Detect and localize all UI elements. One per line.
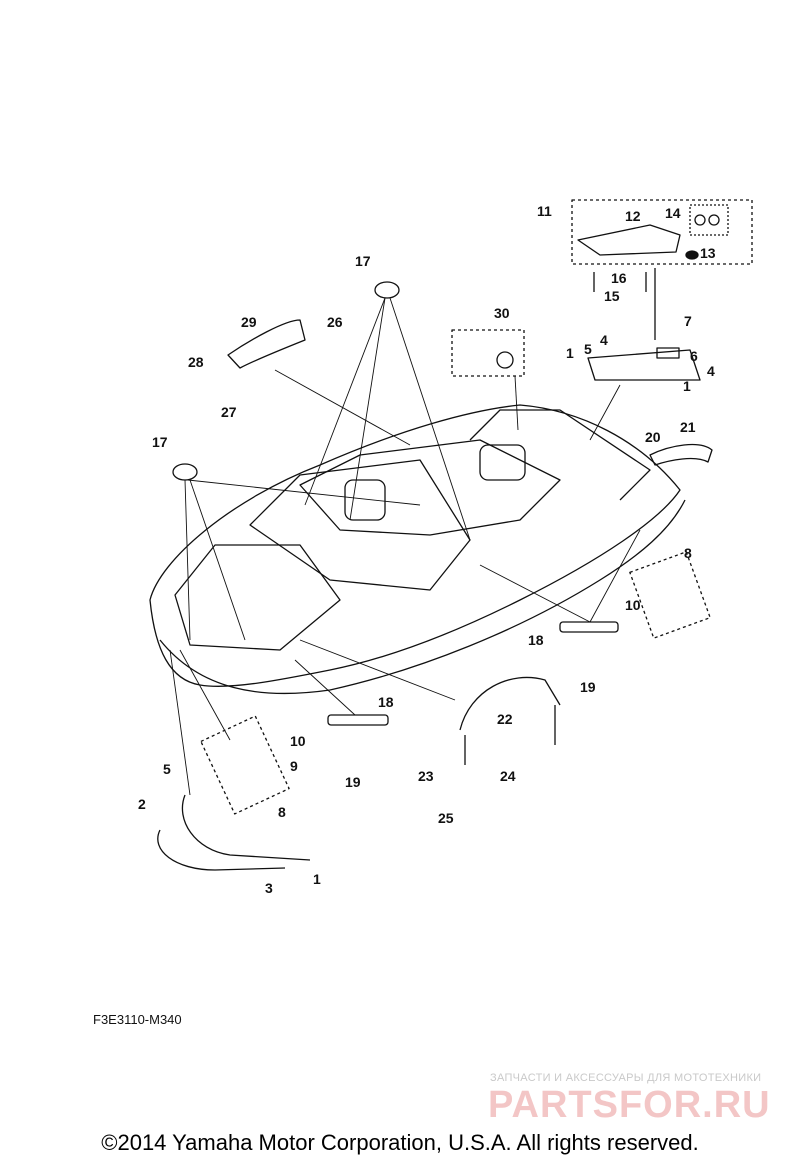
- diagram-code: F3E3110-M340: [93, 1012, 182, 1027]
- callout-15: 15: [604, 288, 620, 304]
- callout-13: 13: [700, 245, 716, 261]
- front-cockpit: [174, 544, 341, 651]
- callout-8-left: 8: [278, 804, 286, 820]
- part-14-box: [689, 204, 729, 236]
- boat-hull: [149, 404, 681, 687]
- cup-holder-17-top: [374, 281, 400, 299]
- callout-24: 24: [500, 768, 516, 784]
- watermark-brand: PARTSFOR.RU: [488, 1084, 771, 1126]
- callout-10-left: 10: [290, 733, 306, 749]
- seat-left: [344, 479, 386, 521]
- callout-20: 20: [645, 429, 661, 445]
- callout-17-left: 17: [152, 434, 168, 450]
- callout-18-right: 18: [528, 632, 544, 648]
- callout-12: 12: [625, 208, 641, 224]
- strake-1: [181, 794, 311, 861]
- callout-23: 23: [418, 768, 434, 784]
- callout-19-right: 19: [580, 679, 596, 695]
- ski-pole-22: [459, 676, 561, 731]
- callout-1-bottom: 1: [313, 871, 321, 887]
- callout-2: 2: [138, 796, 146, 812]
- callout-5-top: 5: [584, 341, 592, 357]
- callout-8-right: 8: [684, 545, 692, 561]
- callout-25: 25: [438, 810, 454, 826]
- callout-7: 7: [684, 313, 692, 329]
- part-30-box: [451, 329, 525, 377]
- callout-26: 26: [327, 314, 343, 330]
- callout-14: 14: [665, 205, 681, 221]
- callout-28: 28: [188, 354, 204, 370]
- callout-29: 29: [241, 314, 257, 330]
- cup-holder-17-left: [172, 463, 198, 481]
- callout-4-b: 4: [707, 363, 715, 379]
- tow-eye-8-left: [200, 715, 290, 815]
- callout-10-right: 10: [625, 597, 641, 613]
- callout-30: 30: [494, 305, 510, 321]
- callout-1-top: 1: [566, 345, 574, 361]
- tow-ring-20: [649, 443, 713, 466]
- callout-18-left: 18: [378, 694, 394, 710]
- callout-6: 6: [690, 348, 698, 364]
- callout-1-rail: 1: [683, 378, 691, 394]
- part-11-box: [571, 199, 753, 265]
- callout-16: 16: [611, 270, 627, 286]
- rear-deck: [469, 409, 651, 501]
- copyright-notice: ©2014 Yamaha Motor Corporation, U.S.A. A…: [101, 1130, 699, 1155]
- callout-19-left: 19: [345, 774, 361, 790]
- callout-3: 3: [265, 880, 273, 896]
- grab-handle-26: [227, 319, 306, 369]
- callout-4-a: 4: [600, 332, 608, 348]
- callout-11: 11: [537, 203, 552, 219]
- callout-17-top: 17: [355, 253, 371, 269]
- rear-cockpit: [299, 439, 561, 536]
- seat-right: [479, 444, 526, 481]
- callout-22: 22: [497, 711, 513, 727]
- callout-9: 9: [290, 758, 298, 774]
- callout-5-bottom: 5: [163, 761, 171, 777]
- watermark-tagline: ЗАПЧАСТИ И АКСЕССУАРЫ ДЛЯ МОТОТЕХНИКИ: [490, 1072, 762, 1084]
- tow-eye-8-right: [629, 551, 711, 639]
- cleat-18-left: [327, 714, 389, 726]
- callout-21: 21: [680, 419, 696, 435]
- strake-3: [157, 829, 286, 871]
- hull-bottom: [159, 499, 686, 695]
- cleat-18-right: [559, 621, 619, 633]
- part-6-pad: [656, 347, 680, 359]
- part-12-bracket: [577, 224, 681, 256]
- rail-bracket: [587, 349, 701, 381]
- callout-27: 27: [221, 404, 237, 420]
